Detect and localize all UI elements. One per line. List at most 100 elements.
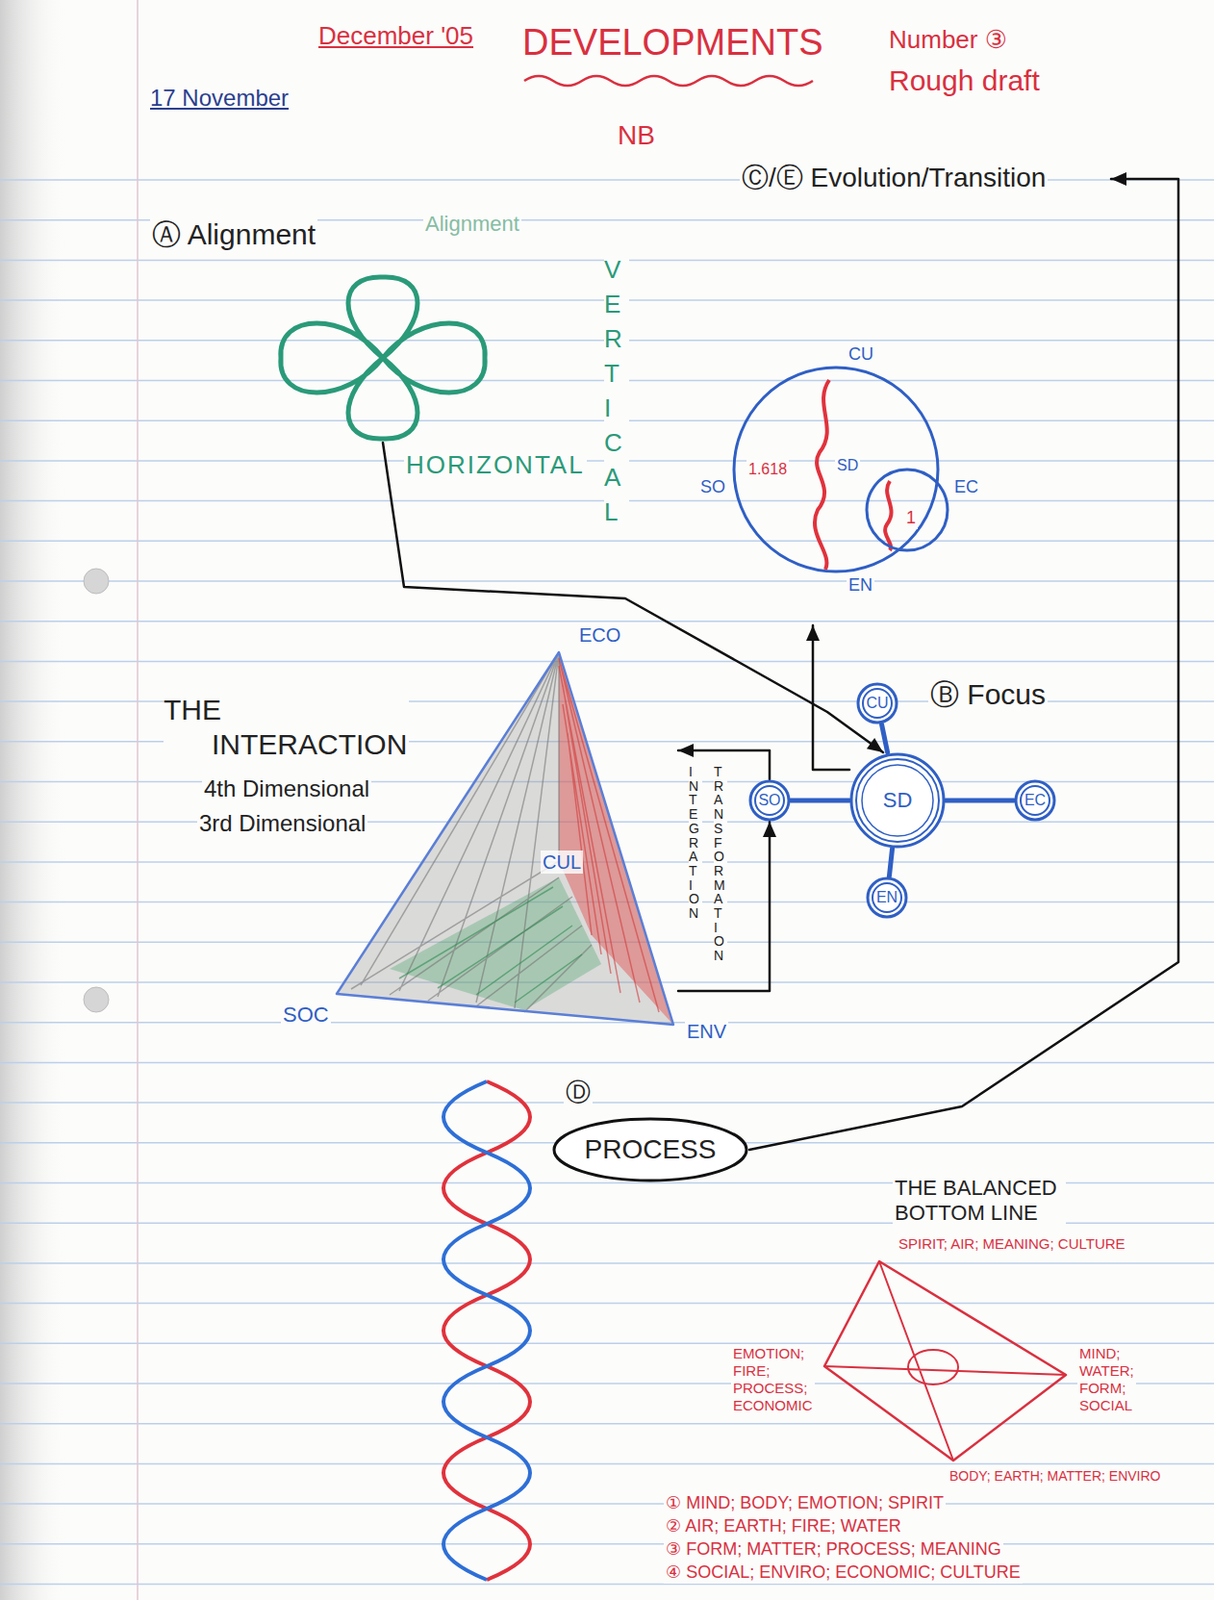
connector-path — [888, 848, 892, 877]
triangle-hatching — [558, 657, 659, 1012]
balance-diamond: THE BALANCED BOTTOM LINE — [824, 1261, 1066, 1461]
circle-inner-ring — [1020, 785, 1050, 815]
section-heading: Ⓑ Focus — [928, 677, 1048, 712]
wavy-underline — [524, 75, 813, 86]
circle-point-label: EC — [952, 477, 981, 499]
clover-petals — [280, 277, 485, 439]
arrow-head — [1111, 172, 1127, 186]
arrow-head — [678, 743, 694, 758]
ratio-number: 1 — [904, 507, 918, 530]
page-shadow — [0, 0, 68, 1600]
interaction-triangle: THE INTERACTION4th Dimensional3rd Dimens… — [331, 646, 679, 1028]
draft-number: Number ③ — [886, 25, 1010, 55]
helix-strand — [443, 1081, 531, 1580]
circle-outline — [1015, 781, 1055, 820]
arrow-note: TRANSFORMATION — [713, 764, 728, 963]
focus-circle: EC — [1013, 779, 1057, 822]
faint-heading: Alignment — [423, 211, 522, 237]
section-heading: THE INTERACTION — [163, 692, 409, 762]
ratio-number: 1.618 — [746, 459, 789, 479]
connector-path — [790, 798, 850, 804]
page-title: DEVELOPMENTS — [520, 21, 826, 66]
flow-arrow — [382, 442, 884, 753]
dimension-note: 3rd Dimensional — [197, 809, 368, 838]
circle-outline — [851, 754, 944, 847]
spoke-line — [790, 800, 850, 802]
ruled-lines — [0, 179, 1214, 1585]
circle-inner-ring — [856, 758, 939, 842]
evolution-circle: Ⓒ/Ⓔ Evolution/Transition — [726, 161, 1112, 626]
shape-outline — [275, 273, 491, 443]
focus-center-circle: SD — [849, 752, 946, 849]
dimension-note: 4th Dimensional — [202, 775, 372, 804]
arrow-head — [866, 737, 884, 753]
process-ellipse: PROCESS — [551, 1115, 750, 1184]
diamond-cross — [824, 1261, 1066, 1461]
circle-point-label: EN — [846, 575, 875, 597]
callout-number: Ⓓ — [563, 1077, 593, 1108]
circle-inner-ring — [862, 688, 892, 718]
axis-label: VERTICAL — [604, 252, 630, 530]
shape-outline — [726, 161, 1112, 626]
circle-outline — [750, 781, 789, 820]
list-item: ③ FORM; MATTER; PROCESS; MEANING — [663, 1539, 1004, 1561]
circle-outline — [858, 683, 897, 723]
corner-label: BODY; EARTH; MATTER; ENVIRO — [947, 1467, 1164, 1485]
circle-point-label: CU — [846, 344, 876, 366]
spoke-line — [888, 848, 892, 877]
circle-label: EC — [1022, 790, 1048, 810]
list-item: ① MIND; BODY; EMOTION; SPIRIT — [663, 1492, 946, 1515]
vertex-label: ENV — [684, 1019, 729, 1043]
ellipse-outline — [554, 1118, 747, 1181]
unit-line — [885, 480, 891, 551]
arrow-head — [762, 821, 777, 837]
flow-arrow — [749, 172, 1179, 1150]
spoke-line — [945, 800, 1014, 802]
inner-circle-outline — [866, 469, 948, 551]
process-label: PROCESS — [582, 1133, 719, 1166]
circle-label: SD — [881, 787, 915, 813]
connector-path — [749, 178, 1179, 1150]
circle-point-label: SD — [834, 455, 860, 475]
circle-point-label: SO — [698, 477, 728, 499]
corner-label: EMOTION; FIRE; PROCESS; ECONOMIC — [731, 1344, 815, 1415]
diamond-center — [908, 1349, 959, 1385]
axis-label: HORIZONTAL — [404, 450, 587, 481]
date-note: December '05 — [316, 21, 476, 51]
alignment-clover: Ⓐ Alignment — [275, 273, 491, 443]
triangle-hatching — [399, 886, 582, 1003]
list-item: ④ SOCIAL; ENVIRO; ECONOMIC; CULTURE — [663, 1562, 1023, 1584]
corner-label: MIND; WATER; FORM; SOCIAL — [1077, 1344, 1137, 1415]
margin-line — [136, 0, 139, 1600]
flow-arrow — [806, 625, 850, 770]
shape-outline — [824, 1261, 1066, 1461]
punch-hole — [83, 568, 109, 594]
connector-path — [812, 625, 850, 770]
connector-path — [882, 724, 888, 753]
circle-inner-ring — [861, 764, 934, 836]
circle-label: SO — [756, 790, 783, 810]
connector-path — [382, 442, 884, 753]
helix-strand — [443, 1081, 531, 1580]
circle-inner-ring — [755, 785, 785, 815]
arrow-note: INTEGRATION — [688, 764, 703, 921]
vertex-label: CUL — [540, 850, 583, 874]
focus-circle: EN — [865, 876, 909, 919]
draft-note: Rough draft — [886, 63, 1042, 99]
section-heading: THE BALANCED BOTTOM LINE — [892, 1175, 1066, 1227]
note-mark: NB — [615, 119, 658, 152]
circle-outline — [867, 878, 907, 917]
list-item: ② AIR; EARTH; FIRE; WATER — [663, 1516, 904, 1538]
circle-label: CU — [863, 693, 890, 712]
date-note: 17 November — [148, 84, 291, 113]
focus-circle: CU — [856, 682, 899, 725]
punch-hole — [83, 986, 109, 1012]
vertex-label: SOC — [280, 1002, 331, 1028]
diamond-outline — [824, 1261, 1066, 1461]
spoke-line — [882, 724, 888, 753]
arrow-head — [806, 625, 820, 641]
connector-path — [945, 798, 1014, 804]
corner-label: SPIRIT; AIR; MEANING; CULTURE — [896, 1235, 1128, 1253]
